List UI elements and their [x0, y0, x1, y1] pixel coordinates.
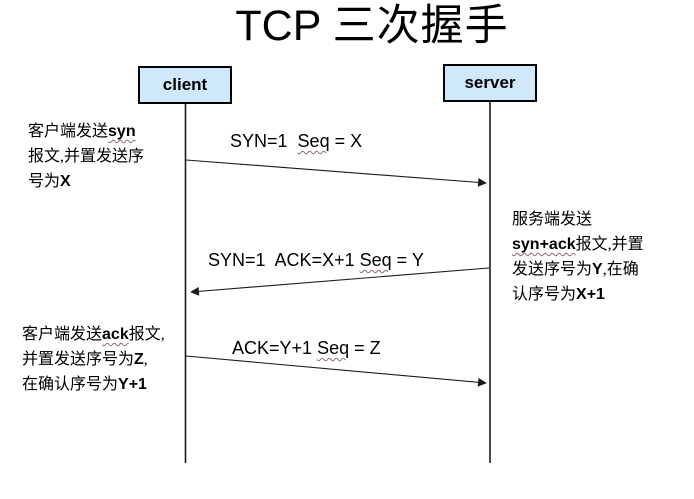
annotation-line: 号为X	[28, 169, 144, 194]
arrow-syn	[185, 159, 487, 187]
annotation-text: ,在确	[602, 261, 639, 278]
annotation-text-em: Z	[134, 351, 144, 368]
annotation-client-ack: 客户端发送ack报文, 并置发送序号为Z, 在确认序号为Y+1	[22, 322, 165, 397]
message-text-wavy: Seq	[317, 338, 350, 358]
annotation-text-em: Y+1	[118, 376, 147, 393]
annotation-text-em: ack	[102, 326, 129, 343]
message-label-syn: SYN=1 Seq = X	[230, 130, 362, 152]
annotation-server-syn-ack: 服务端发送 syn+ack报文,并置 发送序号为Y,在确 认序号为X+1	[512, 207, 644, 307]
message-text: = Z	[349, 338, 381, 358]
actor-client-label: client	[162, 75, 208, 94]
annotation-line: 并置发送序号为Z,	[22, 347, 165, 372]
message-text: SYN=1	[230, 131, 298, 151]
annotation-text: 报文,并置发送序	[28, 148, 145, 165]
message-text: SYN=1 ACK=X+1	[208, 250, 360, 270]
message-text: ACK=Y+1	[232, 338, 318, 358]
message-text: = Y	[391, 250, 424, 270]
annotation-text: 发送序号为	[512, 261, 593, 278]
annotation-line: 在确认序号为Y+1	[22, 372, 165, 397]
message-label-syn-ack: SYN=1 ACK=X+1 Seq = Y	[208, 249, 424, 271]
annotation-text: 认序号为	[512, 286, 577, 303]
annotation-line: 客户端发送syn	[28, 119, 144, 144]
annotation-text: 客户端发送	[28, 123, 109, 140]
annotation-client-syn: 客户端发送syn 报文,并置发送序 号为X	[28, 119, 144, 194]
diagram-title: TCP 三次握手	[235, 0, 508, 53]
title-latin: TCP	[235, 2, 333, 50]
annotation-text: 服务端发送	[512, 211, 593, 228]
annotation-text: 报文,并置	[575, 236, 644, 253]
title-cjk: 三次握手	[332, 3, 509, 50]
message-text-wavy: Seq	[297, 131, 330, 151]
annotation-text: 在确认序号为	[22, 376, 119, 393]
annotation-text-em: Y	[592, 261, 603, 278]
annotation-text-em: X	[60, 173, 71, 190]
annotation-line: 服务端发送	[512, 207, 644, 232]
message-label-ack: ACK=Y+1 Seq = Z	[232, 337, 381, 359]
actor-box-client: client	[138, 66, 232, 104]
message-text: = X	[329, 131, 363, 151]
annotation-text: 并置发送序号为	[22, 351, 135, 368]
annotation-line: 发送序号为Y,在确	[512, 257, 644, 282]
arrow-ack	[185, 355, 487, 387]
annotation-text: ,	[143, 351, 148, 368]
actor-box-server: server	[443, 64, 537, 102]
annotation-line: 认序号为X+1	[512, 282, 644, 307]
annotation-text: 客户端发送	[22, 326, 103, 343]
annotation-text-em: syn	[108, 123, 136, 140]
annotation-text-em: X+1	[576, 286, 605, 303]
annotation-line: 客户端发送ack报文,	[22, 322, 165, 347]
annotation-text: 报文,	[128, 326, 165, 343]
arrow-syn-ack	[190, 267, 490, 296]
annotation-line: syn+ack报文,并置	[512, 232, 644, 257]
annotation-text: 号为	[28, 173, 61, 190]
annotation-text-em: syn+ack	[512, 236, 576, 253]
message-text-wavy: Seq	[359, 250, 392, 270]
annotation-line: 报文,并置发送序	[28, 144, 144, 169]
actor-server-label: server	[464, 73, 516, 92]
